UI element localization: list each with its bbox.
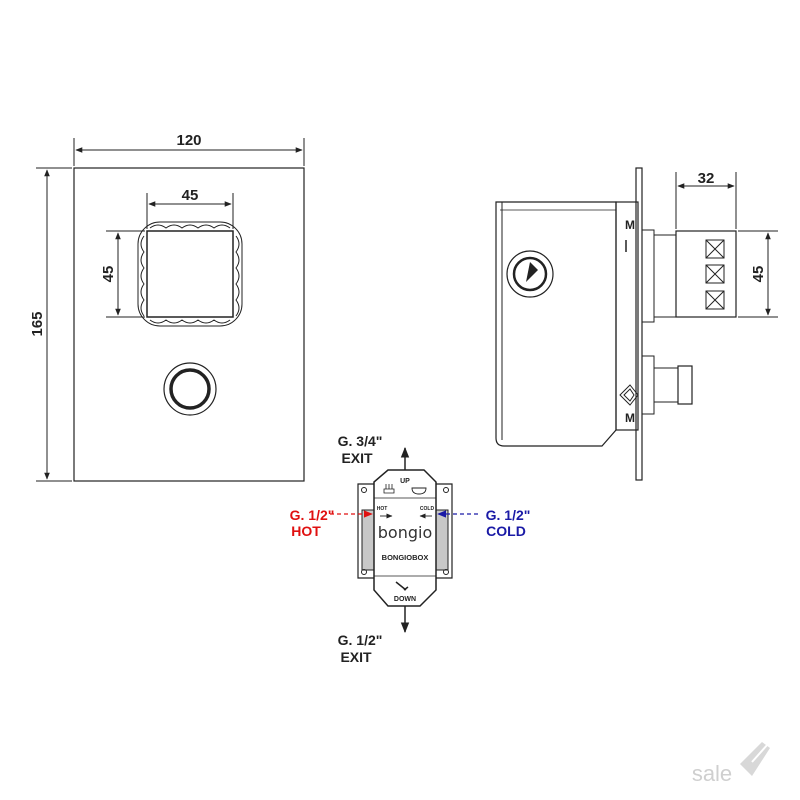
bathtub-icon [411, 487, 427, 495]
top-exit-size: G. 3/4" [338, 433, 383, 449]
bottom-exit-size: G. 1/2" [338, 632, 383, 648]
side-front-plate [635, 167, 643, 481]
side-button-stem [653, 367, 679, 403]
square-handle [146, 230, 234, 318]
box-logo: bongio [378, 523, 432, 542]
hot-inlet-size: G. 1/2" [290, 507, 335, 523]
box-hot-label: HOT [377, 506, 388, 512]
cold-inlet-label: COLD [486, 523, 526, 539]
side-handle-stem [653, 234, 677, 318]
side-valve-inner [512, 256, 548, 292]
dim-plate-height: 165 [29, 311, 46, 336]
side-view [495, 167, 778, 481]
box-up-label: UP [400, 478, 410, 485]
side-round-button [677, 365, 693, 405]
hand-shower-icon [395, 581, 409, 591]
dim-handle-width: 45 [182, 187, 199, 204]
dim-side-height: 45 [750, 266, 767, 283]
top-exit-label: EXIT [341, 450, 373, 466]
front-plate [73, 167, 305, 482]
watermark: sale [692, 742, 770, 786]
handle-knurl-ring [137, 221, 243, 327]
side-square-handle [675, 230, 737, 318]
side-box-body [495, 201, 617, 447]
side-mark-top: M [625, 218, 635, 232]
round-button-inner [169, 368, 211, 410]
box-body [373, 469, 437, 607]
watermark-text: sale [692, 761, 732, 786]
dim-plate-width: 120 [176, 132, 201, 149]
bongiobox-schematic [357, 446, 453, 634]
side-wall-frame [615, 201, 639, 431]
box-name: BONGIOBOX [382, 553, 429, 562]
cold-inlet-size: G. 1/2" [486, 507, 531, 523]
dim-side-depth: 32 [698, 170, 715, 187]
bottom-exit-label: EXIT [340, 649, 372, 665]
front-view [36, 138, 305, 482]
box-down-label: DOWN [394, 596, 416, 603]
round-button-outer [163, 362, 217, 416]
side-mark-bottom: M [625, 411, 635, 425]
dim-handle-height: 45 [100, 266, 117, 283]
shower-icon [383, 484, 395, 494]
hot-inlet-label: HOT [291, 523, 321, 539]
box-cold-label: COLD [420, 506, 435, 512]
side-valve-outer [506, 250, 554, 298]
